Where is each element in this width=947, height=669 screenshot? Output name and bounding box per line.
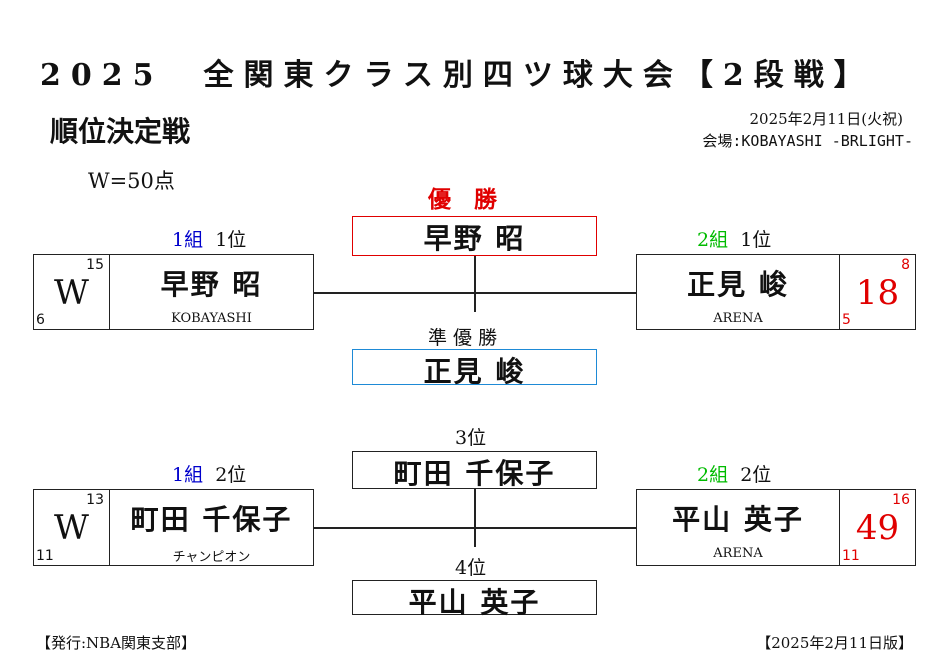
champion-box: 早野 昭: [352, 216, 597, 256]
page-title: 2025 全関東クラス別四ツ球大会【2段戦】: [40, 58, 874, 93]
score-value: 18: [855, 273, 900, 313]
third-connector-vertical: [474, 489, 476, 547]
score-value: W: [54, 273, 89, 313]
player-name: 正見 峻: [687, 268, 789, 301]
edition-note: 【2025年2月11日版】: [756, 634, 913, 652]
player-club: ARENA: [713, 311, 763, 326]
final-right-score-box: 18 8 5: [839, 254, 916, 330]
player-club: KOBAYASHI: [171, 311, 252, 326]
fourth-name: 平山 英子: [408, 586, 541, 619]
innings-value: 8: [901, 257, 910, 273]
player-name: 町田 千保子: [130, 503, 293, 536]
third-left-name-box: 町田 千保子 チャンピオン: [109, 489, 314, 566]
third-name: 町田 千保子: [393, 457, 556, 490]
player-name: 平山 英子: [672, 503, 804, 536]
champion-label: 優 勝: [428, 186, 497, 213]
innings-value: 15: [86, 257, 104, 273]
runner-up-label: 準 優 勝: [428, 327, 498, 349]
rank-label: 1位: [740, 229, 772, 251]
publisher-note: 【発行:NBA関東支部】: [36, 634, 197, 652]
final-left-seed: 1組 1位: [172, 225, 246, 252]
player-name: 早野 昭: [160, 268, 263, 301]
third-box: 町田 千保子: [352, 451, 597, 490]
final-right-name-box: 正見 峻 ARENA: [636, 254, 840, 330]
rank-label: 2位: [740, 464, 772, 486]
final-left-name-box: 早野 昭 KOBAYASHI: [109, 254, 314, 330]
player-club: ARENA: [713, 546, 763, 561]
group-label: 2組: [697, 464, 729, 486]
third-right-name-box: 平山 英子 ARENA: [636, 489, 840, 566]
score-value: 49: [855, 508, 900, 548]
player-club: チャンピオン: [172, 550, 251, 565]
third-right-seed: 2組 2位: [697, 460, 771, 487]
high-run-value: 11: [842, 548, 860, 564]
win-points: W=50点: [88, 169, 175, 193]
champion-name: 早野 昭: [423, 222, 526, 255]
group-label: 1組: [172, 229, 204, 251]
group-label: 1組: [172, 464, 204, 486]
innings-value: 16: [892, 492, 910, 508]
fourth-label: 4位: [455, 557, 487, 579]
event-date: 2025年2月11日(火祝): [749, 110, 903, 128]
third-label: 3位: [455, 427, 487, 449]
high-run-value: 5: [842, 312, 851, 328]
rank-label: 2位: [215, 464, 247, 486]
high-run-value: 11: [36, 548, 54, 564]
third-left-seed: 1組 2位: [172, 460, 246, 487]
runner-up-box: 正見 峻: [352, 349, 597, 388]
group-label: 2組: [697, 229, 729, 251]
high-run-value: 6: [36, 312, 45, 328]
final-connector-vertical: [474, 256, 476, 312]
runner-up-name: 正見 峻: [423, 355, 526, 388]
fourth-box: 平山 英子: [352, 580, 597, 619]
third-left-score-box: W 13 11: [33, 489, 110, 566]
page-subtitle: 順位決定戦: [50, 115, 191, 148]
final-left-score-box: W 15 6: [33, 254, 110, 330]
third-right-score-box: 49 16 11: [839, 489, 916, 566]
innings-value: 13: [86, 492, 104, 508]
score-value: W: [54, 508, 89, 548]
final-right-seed: 2組 1位: [697, 225, 771, 252]
event-venue: 会場:KOBAYASHI -BRLIGHT-: [702, 132, 913, 150]
rank-label: 1位: [215, 229, 247, 251]
